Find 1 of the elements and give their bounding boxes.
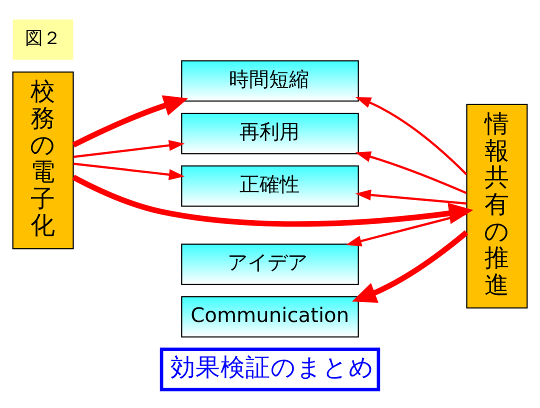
label: 図２ (25, 27, 62, 48)
